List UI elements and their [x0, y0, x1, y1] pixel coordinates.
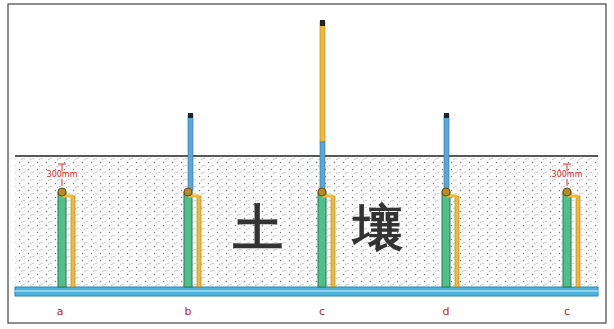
pipe-letter: a [57, 306, 64, 317]
pipe-letter: d [443, 306, 450, 317]
dimension-label: 300mm [551, 171, 584, 179]
pipe-letter: c [319, 306, 325, 317]
pipe-letter: b [185, 306, 192, 317]
pipe-letter: c [564, 306, 570, 317]
soil-label: 壤 [353, 203, 403, 253]
soil-label: 土 [233, 203, 283, 253]
dimension-label: 300mm [46, 171, 79, 179]
